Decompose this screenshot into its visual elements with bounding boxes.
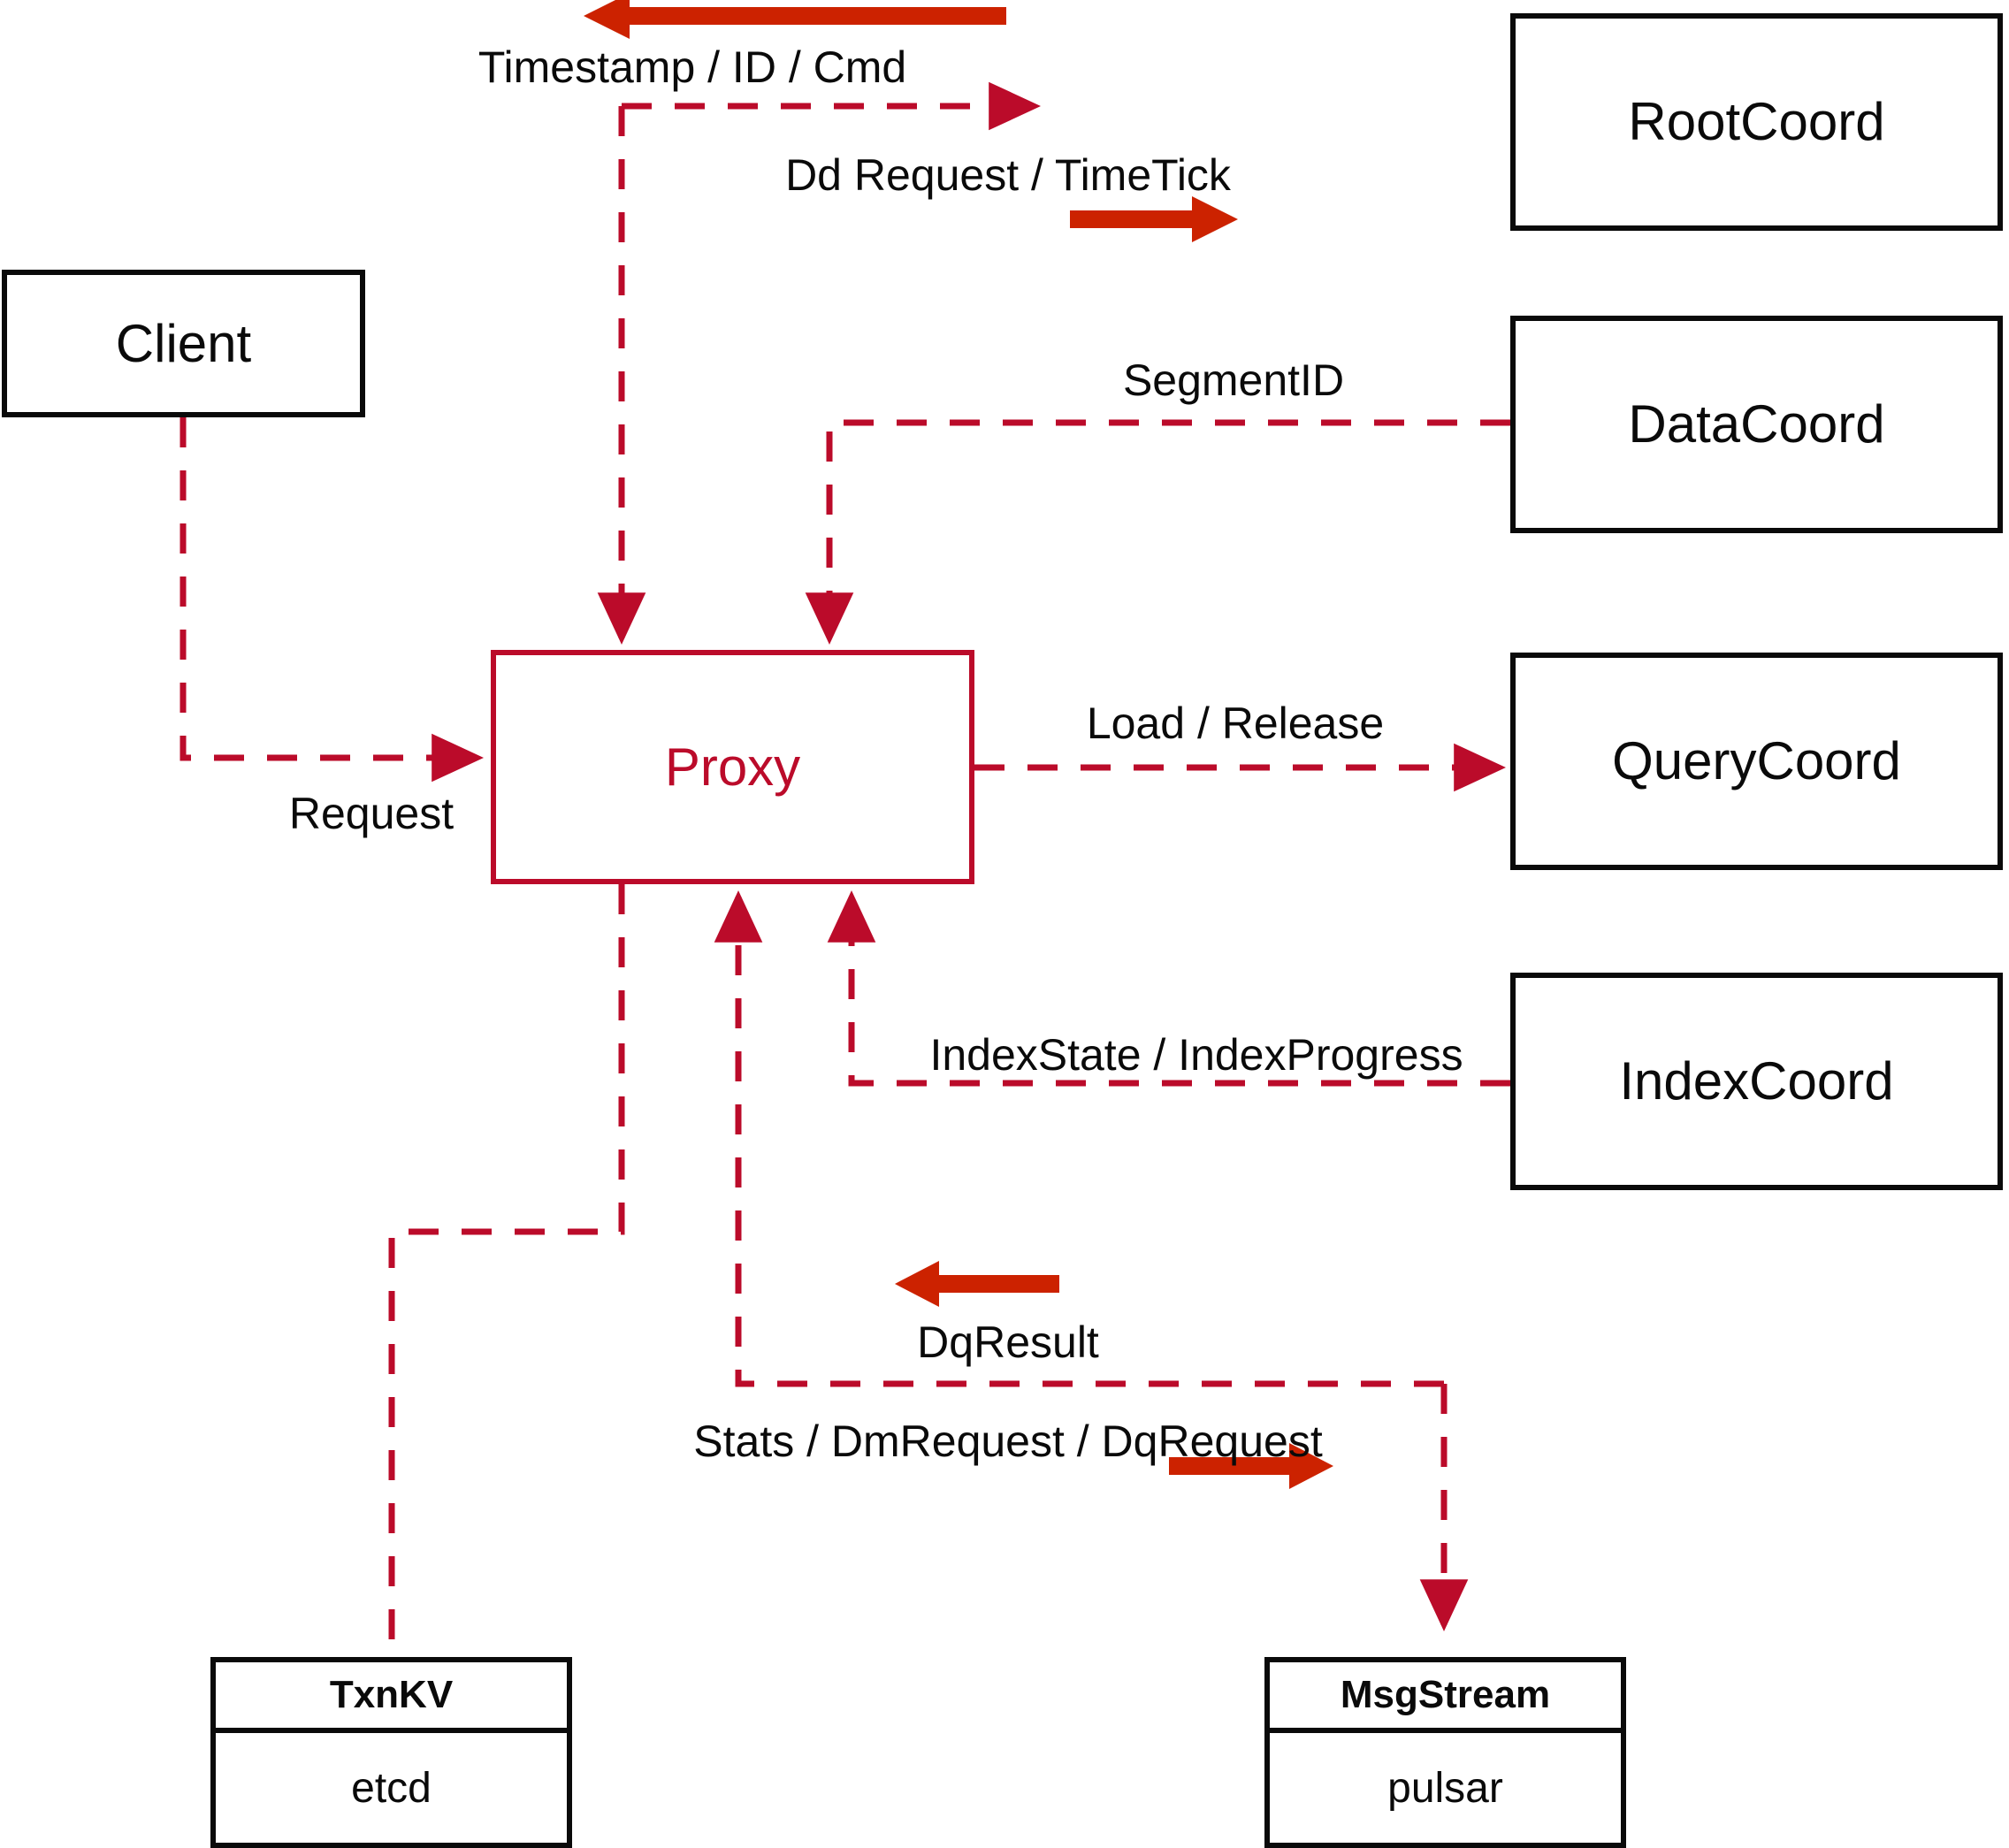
store-msgstream[interactable]: MsgStream pulsar [1264,1657,1626,1848]
edge-label-dd-request-timetick: Dd Request / TimeTick [785,150,1231,200]
node-proxy-label: Proxy [664,737,801,797]
edge-datacoord-to-proxy [805,419,1510,645]
store-txnkv-title: TxnKV [329,1673,454,1716]
edge-label-dq-result: DqResult [917,1317,1099,1367]
store-txnkv-body: etcd [216,1733,567,1843]
node-client-label: Client [115,313,252,373]
node-querycoord-label: QueryCoord [1612,731,1901,790]
store-msgstream-title: MsgStream [1340,1673,1551,1716]
store-txnkv-impl: etcd [351,1764,432,1812]
node-querycoord[interactable]: QueryCoord [1510,653,2003,870]
edge-label-stats-dm-dq-request: Stats / DmRequest / DqRequest [693,1417,1323,1466]
store-msgstream-body: pulsar [1270,1733,1621,1843]
legend-arrows [584,0,1333,1489]
store-msgstream-impl: pulsar [1387,1764,1503,1812]
node-datacoord-label: DataCoord [1628,394,1885,454]
edge-label-segment-id: SegmentID [1122,355,1345,405]
node-proxy[interactable]: Proxy [491,650,974,884]
edge-proxy-to-txnkv [388,884,625,1657]
edge-label-index-state-progress: IndexState / IndexProgress [929,1030,1463,1080]
node-client[interactable]: Client [2,270,365,417]
edge-label-timestamp-id-cmd: Timestamp / ID / Cmd [477,42,907,92]
store-txnkv[interactable]: TxnKV etcd [210,1657,572,1848]
edge-msgstream-to-proxy [714,890,1444,1387]
node-rootcoord[interactable]: RootCoord [1510,13,2003,231]
node-rootcoord-label: RootCoord [1628,92,1885,151]
node-indexcoord-label: IndexCoord [1619,1051,1894,1111]
node-indexcoord[interactable]: IndexCoord [1510,973,2003,1190]
store-msgstream-header: MsgStream [1270,1662,1621,1733]
node-datacoord[interactable]: DataCoord [1510,316,2003,533]
edge-label-request: Request [288,789,455,838]
edge-client-to-proxy [180,417,484,783]
store-txnkv-header: TxnKV [216,1662,567,1733]
edge-indexcoord-to-proxy [827,890,1510,1087]
edge-label-load-release: Load / Release [1086,699,1385,748]
